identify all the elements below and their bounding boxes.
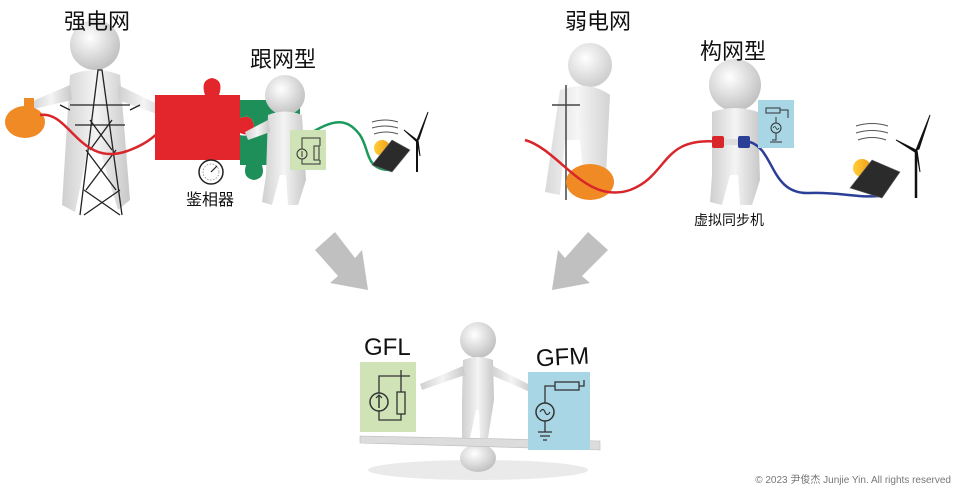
balance-board <box>359 435 601 480</box>
gfm-small-box <box>758 100 794 148</box>
phase-detector-label: 鉴相器 <box>186 190 235 209</box>
arrow-right-down <box>552 232 608 290</box>
grid-forming-label: 构网型 <box>700 40 767 65</box>
solar-panel-icon-right <box>849 159 901 199</box>
puzzle-red <box>155 78 254 160</box>
grid-forming-figure <box>709 59 761 205</box>
red-wire-weak <box>524 138 723 194</box>
gfl-label: GFL <box>364 334 411 361</box>
wind-lines-icon <box>371 119 399 135</box>
gfm-box <box>528 372 590 450</box>
gfl-small-box <box>290 130 326 170</box>
wind-turbine-icon <box>403 111 429 172</box>
connector-icon <box>712 136 750 148</box>
weak-grid-label: 弱电网 <box>565 10 632 35</box>
plug-icon-right <box>566 164 614 200</box>
gauge-icon <box>198 159 224 185</box>
copyright-text: © 2023 尹俊杰 Junjie Yin. All rights reserv… <box>755 475 951 486</box>
gfl-box <box>360 362 416 432</box>
plug-icon <box>5 98 45 138</box>
gfm-label: GFM <box>535 342 590 373</box>
transmission-tower-icon <box>59 69 141 216</box>
wind-lines-icon-right <box>855 123 889 141</box>
power-pole-icon <box>552 85 580 200</box>
virtual-sync-machine-label: 虚拟同步机 <box>694 213 764 229</box>
solar-panel-icon <box>371 139 411 173</box>
grid-following-label: 跟网型 <box>250 48 317 73</box>
strong-grid-label: 强电网 <box>64 10 131 35</box>
blue-wire <box>749 140 881 198</box>
arrow-left-down <box>315 232 368 290</box>
wind-turbine-icon-right <box>895 114 931 198</box>
balancing-figure <box>420 322 532 438</box>
